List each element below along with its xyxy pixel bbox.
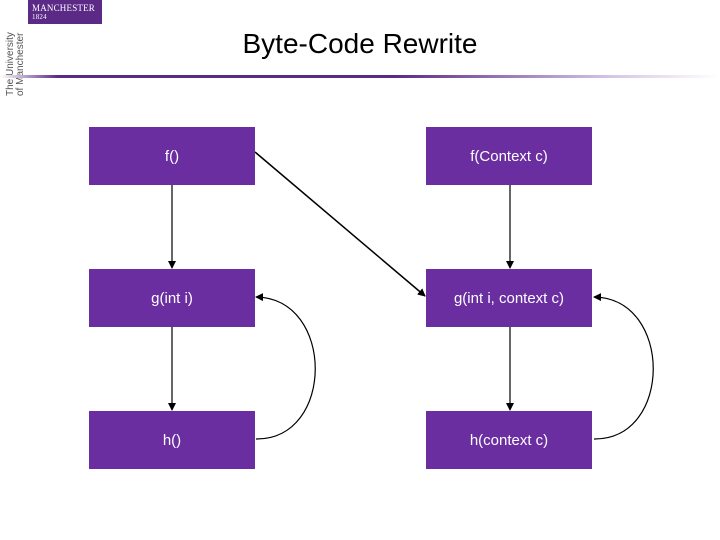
node-h: h()	[89, 411, 255, 469]
slide-title: Byte-Code Rewrite	[242, 28, 478, 59]
edge-f-to-gctx	[254, 151, 426, 297]
logo-year: 1824	[32, 13, 47, 21]
node-f: f()	[89, 127, 255, 185]
node-g-context: g(int i, context c)	[426, 269, 592, 327]
node-g: g(int i)	[89, 269, 255, 327]
edge-h-return-to-g	[255, 293, 316, 440]
node-h-context: h(context c)	[426, 411, 592, 469]
edge-hctx-return-to-gctx	[593, 293, 654, 440]
university-logo: MANCHESTER 1824	[28, 0, 102, 24]
title-divider	[0, 75, 720, 78]
logo-name: MANCHESTER	[32, 3, 96, 13]
node-f-context: f(Context c)	[426, 127, 592, 185]
